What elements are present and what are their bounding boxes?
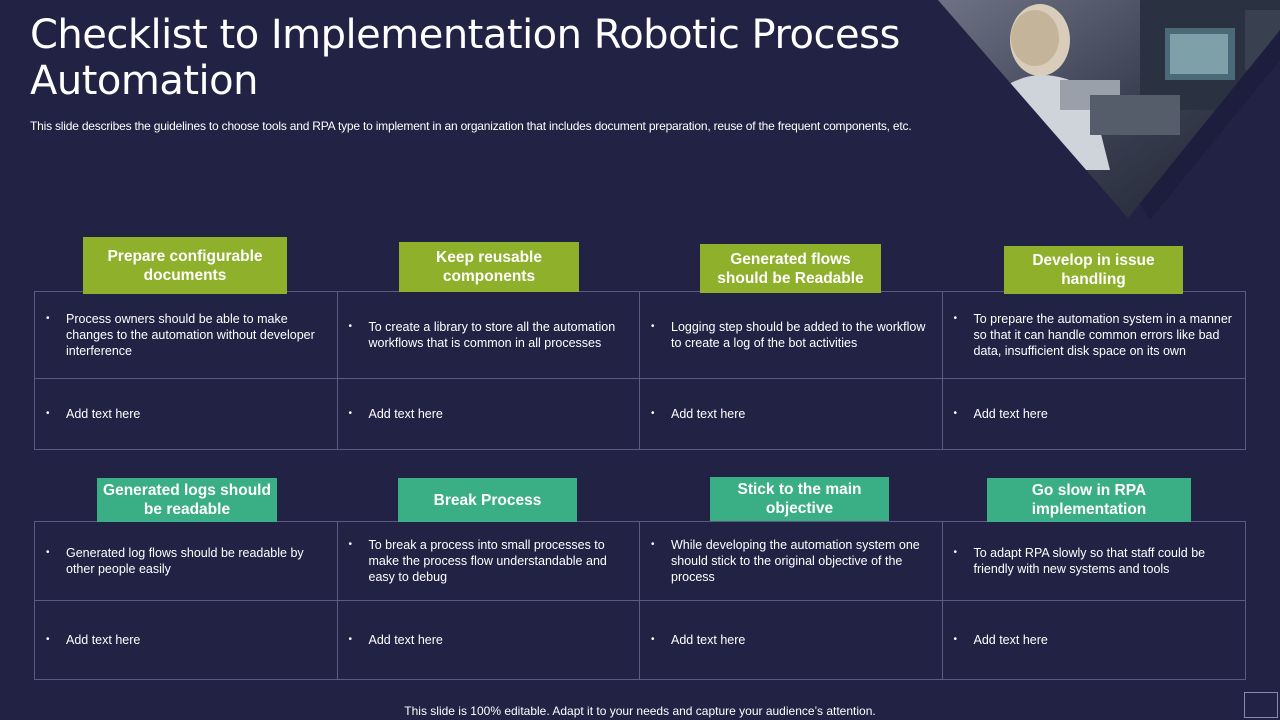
bullet-text: While developing the automation system o… [671, 538, 920, 584]
bullet-icon: • [46, 408, 50, 419]
placeholder-cell[interactable]: • Add text here [338, 601, 640, 679]
placeholder-text[interactable]: Add text here [66, 633, 141, 647]
bullet-text: To break a process into small processes … [368, 538, 607, 584]
bullet-point: • To break a process into small processes… [348, 537, 628, 585]
bullet-icon: • [953, 408, 958, 419]
header-keep-reusable-components: Keep reusable components [399, 242, 579, 292]
placeholder-cell[interactable]: • Add text here [943, 601, 1246, 679]
bullet-point: • To create a library to store all the au… [348, 319, 628, 351]
bullet-icon: • [953, 634, 958, 645]
placeholder-cell[interactable]: • Add text here [640, 379, 943, 449]
placeholder-point[interactable]: • Add text here [953, 406, 1048, 422]
bullet-point: • Logging step should be added to the wor… [650, 319, 930, 351]
bullet-text: To prepare the automation system in a ma… [973, 312, 1232, 358]
header-go-slow-rpa: Go slow in RPA implementation [987, 478, 1191, 522]
bullet-icon: • [46, 313, 50, 324]
checklist-cell: • To break a process into small processes… [337, 522, 640, 601]
bullet-icon: • [348, 408, 353, 419]
bullet-text: Process owners should be able to make ch… [66, 312, 315, 358]
header-develop-issue-handling: Develop in issue handling [1004, 246, 1183, 294]
bullet-icon: • [651, 634, 655, 645]
bullet-icon: • [348, 321, 353, 332]
placeholder-text[interactable]: Add text here [973, 633, 1048, 647]
placeholder-cell[interactable]: • Add text here [35, 379, 338, 449]
bullet-icon: • [651, 539, 655, 550]
placeholder-point[interactable]: • Add text here [45, 406, 140, 422]
bullet-icon: • [46, 634, 50, 645]
bullet-point: • To adapt RPA slowly so that staff could… [953, 545, 1234, 577]
page-subtitle: This slide describes the guidelines to c… [30, 119, 912, 133]
bullet-text: Generated log flows should be readable b… [66, 546, 304, 576]
placeholder-point[interactable]: • Add text here [650, 632, 745, 648]
footer-note: This slide is 100% editable. Adapt it to… [404, 704, 876, 718]
bullet-text: To adapt RPA slowly so that staff could … [973, 546, 1206, 576]
placeholder-text[interactable]: Add text here [671, 633, 746, 647]
bullet-icon: • [348, 634, 353, 645]
checklist-cell: • To create a library to store all the au… [337, 292, 640, 379]
placeholder-point[interactable]: • Add text here [953, 632, 1048, 648]
header-stick-to-main-objective: Stick to the main objective [710, 477, 889, 521]
checklist-cell: • Process owners should be able to make c… [35, 292, 338, 379]
bullet-icon: • [46, 547, 50, 558]
checklist-cell: • Generated log flows should be readable … [35, 522, 338, 601]
bullet-point: • While developing the automation system … [650, 537, 930, 585]
checklist-grid-bottom: • Generated log flows should be readable … [34, 521, 1246, 680]
checklist-cell: • To adapt RPA slowly so that staff could… [942, 522, 1245, 601]
bullet-icon: • [953, 313, 958, 324]
checklist-cell: • To prepare the automation system in a m… [942, 292, 1245, 379]
placeholder-cell[interactable]: • Add text here [35, 601, 338, 679]
header-generated-flows-readable: Generated flows should be Readable [700, 244, 881, 293]
bullet-icon: • [953, 547, 958, 558]
placeholder-text[interactable]: Add text here [66, 407, 141, 421]
bullet-point: • Generated log flows should be readable … [45, 545, 325, 577]
placeholder-text[interactable]: Add text here [368, 633, 443, 647]
page-title: Checklist to Implementation Robotic Proc… [30, 12, 900, 104]
bullet-text: To create a library to store all the aut… [368, 320, 616, 350]
checklist-cell: • While developing the automation system … [640, 522, 943, 601]
placeholder-text[interactable]: Add text here [671, 407, 746, 421]
checklist-grid-top: • Process owners should be able to make c… [34, 291, 1246, 450]
bullet-point: • To prepare the automation system in a m… [953, 311, 1234, 359]
placeholder-point[interactable]: • Add text here [348, 406, 443, 422]
placeholder-point[interactable]: • Add text here [348, 632, 443, 648]
header-break-process: Break Process [398, 478, 577, 522]
placeholder-cell[interactable]: • Add text here [943, 379, 1246, 449]
bullet-point: • Process owners should be able to make c… [45, 311, 325, 359]
header-generated-logs-readable: Generated logs should be readable [97, 478, 277, 522]
header-prepare-configurable-documents: Prepare configurable documents [83, 237, 287, 294]
slide-corner-box [1244, 692, 1278, 718]
bullet-text: Logging step should be added to the work… [671, 320, 926, 350]
bullet-icon: • [651, 408, 655, 419]
bullet-icon: • [651, 321, 655, 332]
checklist-cell: • Logging step should be added to the wor… [640, 292, 943, 379]
placeholder-cell[interactable]: • Add text here [640, 601, 943, 679]
placeholder-text[interactable]: Add text here [368, 407, 443, 421]
placeholder-point[interactable]: • Add text here [650, 406, 745, 422]
placeholder-point[interactable]: • Add text here [45, 632, 140, 648]
placeholder-text[interactable]: Add text here [973, 407, 1048, 421]
bullet-icon: • [348, 539, 353, 550]
placeholder-cell[interactable]: • Add text here [338, 379, 640, 449]
